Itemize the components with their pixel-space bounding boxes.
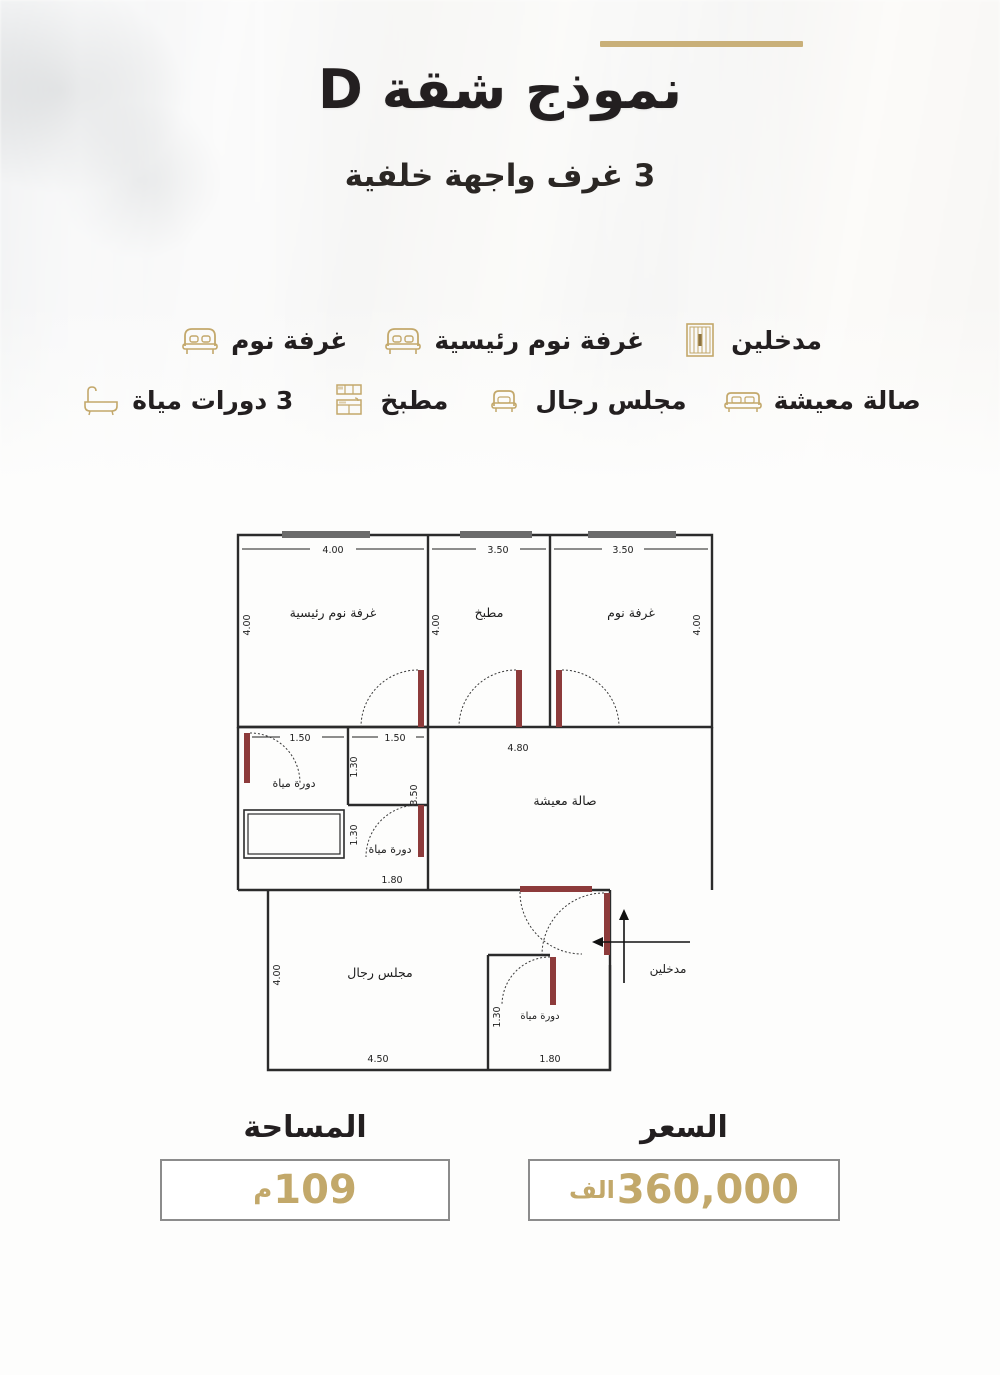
room-label-majlis: مجلس رجال: [347, 965, 412, 981]
armchair-icon: [491, 390, 518, 412]
feature-label: مجلس رجال: [535, 385, 687, 415]
feature-label: صالة معيشة: [773, 385, 921, 415]
page-title: نموذج شقة D: [317, 58, 683, 121]
area-value-box: 109 م: [160, 1159, 450, 1221]
area-heading: المساحة: [243, 1110, 367, 1145]
room-label-bath-1: دورة مياة: [272, 777, 315, 790]
dim-bath1-width: 1.50: [289, 733, 310, 744]
entrance-label: مدخلين: [650, 962, 687, 977]
price-block: السعر 360,000 الف: [528, 1110, 840, 1221]
feature-item: غرفة نوم رئيسية: [381, 320, 644, 360]
area-block: المساحة 109 م: [160, 1110, 450, 1221]
room-label-bath-3: دورة مياة: [520, 1011, 559, 1022]
dim-living-width: 4.80: [507, 743, 528, 754]
plan-dimensions: 4.00 3.50 3.50 4.00 4.00 4.00 1.50 1.50 …: [242, 545, 703, 1065]
area-value: 109: [273, 1167, 357, 1213]
feature-item: 3 دورات مياة: [79, 380, 293, 420]
dim-bath2-bottom: 1.80: [381, 875, 402, 886]
background-fade: [0, 300, 1000, 560]
dim-bath3-depth: 1.30: [492, 1006, 503, 1027]
feature-label: مدخلين: [731, 325, 822, 355]
area-unit: م: [253, 1175, 273, 1205]
plan-entrance-marker: مدخلين: [592, 909, 690, 983]
feature-item: صالة معيشة: [721, 380, 921, 420]
features-row-1: مدخلين غرفة نوم رئيسية: [0, 320, 1000, 360]
dim-majlis-depth: 4.00: [272, 964, 283, 985]
floor-plan-svg: غرفة نوم رئيسية مطبخ غرفة نوم صالة معيشة…: [236, 531, 714, 1072]
bathtub-icon: [84, 386, 119, 416]
price-heading: السعر: [640, 1110, 728, 1145]
dim-majlis-width: 4.50: [367, 1054, 388, 1065]
feature-item: مطبخ: [327, 380, 448, 420]
dim-bath2-depth: 1.30: [349, 824, 360, 845]
feature-item: غرفة نوم: [178, 320, 347, 360]
footer-row: السعر 360,000 الف المساحة 109 م: [0, 1110, 1000, 1221]
dim-mid-depth: 4.00: [431, 614, 442, 635]
feature-item: مدخلين: [678, 320, 822, 360]
room-label-living: صالة معيشة: [533, 793, 596, 808]
price-value: 360,000: [616, 1167, 800, 1213]
page-subtitle: 3 غرف واجهة خلفية: [344, 158, 656, 194]
footer-summary: السعر 360,000 الف المساحة 109 م: [0, 1110, 1000, 1221]
feature-label: مطبخ: [380, 385, 449, 415]
door-icon: [686, 323, 714, 357]
room-label-master-bedroom: غرفة نوم رئيسية: [290, 605, 377, 621]
feature-label: غرفة نوم: [231, 325, 348, 355]
dim-left-depth: 4.00: [242, 614, 253, 635]
double-bed-icon: [385, 328, 422, 354]
dim-right-depth: 4.00: [692, 614, 703, 635]
dim-bath1-depth: 1.30: [349, 756, 360, 777]
feature-label: 3 دورات مياة: [132, 385, 294, 415]
dim-bath2-width: 1.50: [384, 733, 405, 744]
double-bed-icon: [182, 328, 218, 354]
room-label-kitchen: مطبخ: [475, 605, 504, 620]
plan-walls: [236, 533, 714, 1072]
features-list: مدخلين غرفة نوم رئيسية: [0, 320, 1000, 440]
floor-plan: غرفة نوم رئيسية مطبخ غرفة نوم صالة معيشة…: [0, 505, 1000, 1095]
plan-room-labels: غرفة نوم رئيسية مطبخ غرفة نوم صالة معيشة…: [272, 605, 655, 1022]
feature-label: غرفة نوم رئيسية: [434, 325, 645, 355]
features-row-2: صالة معيشة مجلس رجال: [0, 380, 1000, 420]
plan-windows: [282, 531, 676, 538]
sofa-icon: [723, 392, 762, 412]
plan-doors: [244, 669, 620, 1006]
dim-top-left: 4.00: [322, 545, 343, 556]
price-value-box: 360,000 الف: [528, 1159, 840, 1221]
room-label-bedroom: غرفة نوم: [607, 605, 655, 621]
dim-bath3-width: 1.80: [539, 1054, 560, 1065]
dim-top-right: 3.50: [612, 545, 633, 556]
kitchen-cabinet-icon: [336, 384, 363, 415]
dim-top-mid: 3.50: [487, 545, 508, 556]
plan-dimension-ticks: [242, 548, 708, 738]
room-label-bath-2: دورة مياة: [368, 843, 411, 856]
feature-item: مجلس رجال: [482, 380, 687, 420]
accent-bar: [600, 41, 803, 47]
dim-living-depth: 3.50: [409, 784, 420, 805]
price-unit: الف: [569, 1176, 615, 1204]
